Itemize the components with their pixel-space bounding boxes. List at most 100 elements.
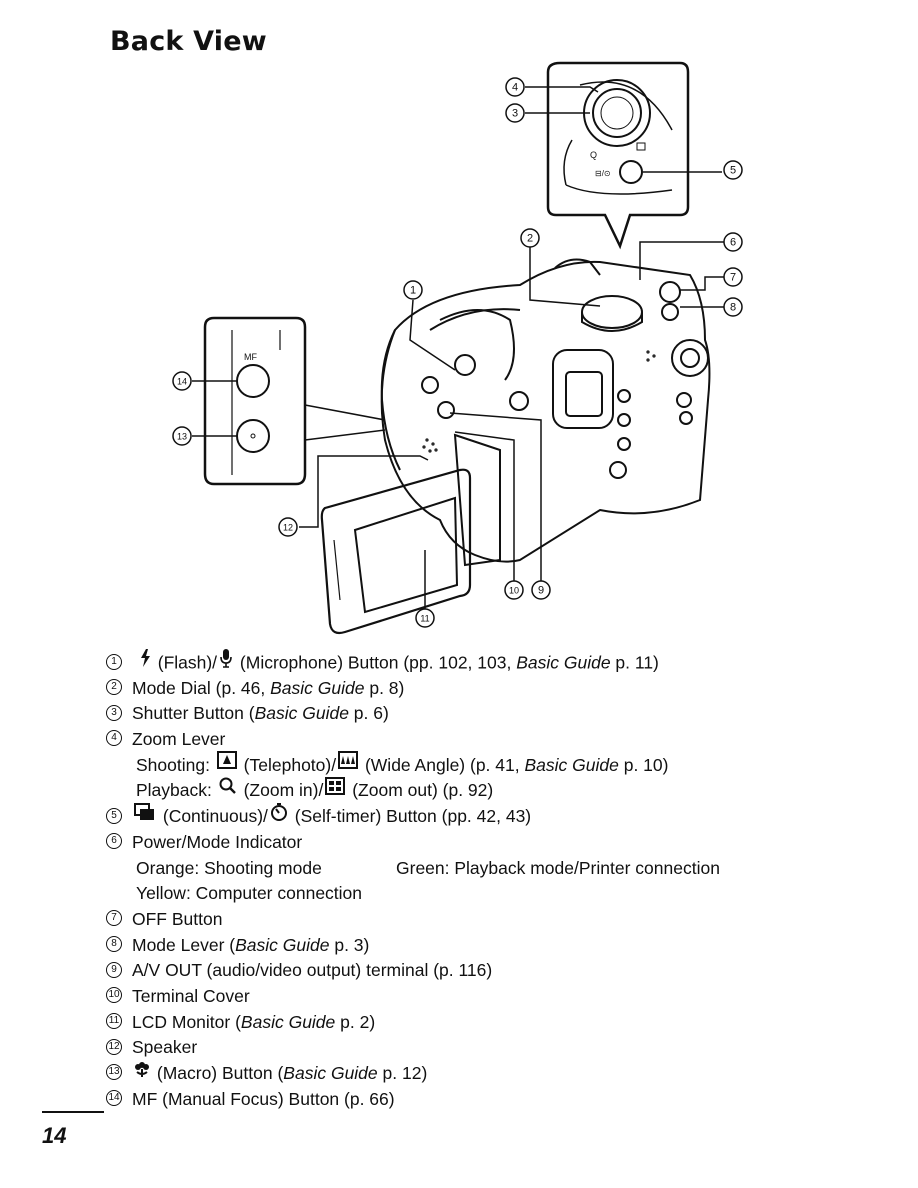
callout-number: 2 (106, 679, 122, 696)
callout-number-label: 14 (177, 377, 187, 387)
callout-number: 5 (106, 807, 122, 824)
zoom-playback-row: Playback: (Zoom in)/ (Zoom out) (p. 92) (106, 776, 826, 804)
legend-row-10: 10 Terminal Cover (106, 984, 826, 1010)
callout-number-label: 13 (177, 432, 187, 442)
callout-number: 14 (106, 1090, 122, 1107)
page-ref: p. 10) (618, 754, 669, 775)
legend-row-13: 13 (Macro) Button (Basic Guide p. 12) (106, 1061, 826, 1087)
yellow-indicator-text: Yellow: Computer connection (136, 883, 363, 904)
legend-row-8: 8 Mode Lever (Basic Guide p. 3) (106, 933, 826, 959)
mf-inset-label: MF (244, 352, 257, 362)
item-label: Speaker (132, 1037, 198, 1058)
legend-row-6: 6 Power/Mode Indicator (106, 830, 826, 856)
camera-back-view-illustration: Q ⊟/⊙ MF (172, 61, 743, 635)
zoom-out-icon (325, 776, 346, 803)
callout-number-label: 6 (730, 237, 736, 249)
callout-number: 7 (106, 910, 122, 927)
callout-circle (403, 280, 423, 300)
callout-number-label: 2 (527, 233, 533, 245)
parts-legend: 1 (Flash)/ (Microphone) Button (pp. 102,… (106, 648, 826, 1113)
zoom-in-icon (219, 777, 237, 803)
legend-row-4: 4 Zoom Lever (106, 727, 826, 753)
guide-ref: Basic Guide (516, 652, 611, 673)
flash-label: (Flash)/ (152, 652, 218, 673)
callout-number: 12 (106, 1038, 122, 1055)
callout-number-label: 3 (512, 108, 518, 120)
page-ref: p. 8) (364, 677, 405, 698)
legend-row-9: 9 A/V OUT (audio/video output) terminal (… (106, 958, 826, 984)
callout-number-label: 10 (509, 586, 519, 596)
left-inset-mf-macro: MF (203, 316, 386, 486)
zoom-in-label: (Zoom in)/ (238, 780, 324, 801)
item-label: A/V OUT (audio/video output) terminal (p… (132, 960, 493, 981)
callout-number-label: 4 (512, 82, 518, 94)
page-ref: p. 3) (329, 934, 370, 955)
item-label: Zoom Lever (132, 729, 226, 750)
callout-circle (531, 580, 551, 600)
wide-angle-label: (Wide Angle) (p. 41, (360, 754, 525, 775)
page-title: Back View (110, 26, 267, 57)
callout-number: 8 (106, 935, 122, 952)
callout-number: 10 (106, 987, 122, 1004)
callout-circle (723, 267, 743, 287)
callout-number-label: 11 (420, 614, 429, 624)
callout-circle (723, 297, 743, 317)
page-ref: p. 6) (348, 703, 389, 724)
callout-number-label: 5 (730, 165, 736, 177)
continuous-icon (134, 802, 156, 829)
guide-ref: Basic Guide (235, 934, 330, 955)
callout-circle (504, 580, 524, 600)
callout-number-label: 1 (410, 285, 416, 297)
callout-number-label: 12 (283, 523, 293, 533)
callout-circle (415, 608, 435, 628)
self-timer-label: (Self-timer) Button (pp. 42, 43) (289, 806, 532, 827)
item-label: Terminal Cover (132, 985, 250, 1006)
guide-ref: Basic Guide (283, 1063, 378, 1083)
callout-number: 4 (106, 730, 122, 747)
callout-number: 6 (106, 833, 122, 850)
legend-row-2: 2 Mode Dial (p. 46, Basic Guide p. 8) (106, 676, 826, 702)
callout-number: 9 (106, 961, 122, 978)
item-label: Mode Lever ( (132, 934, 236, 955)
legend-row-5: 5 (Continuous)/ (Self-timer) Button (pp.… (106, 802, 826, 830)
orange-indicator-text: Orange: Shooting mode (136, 857, 322, 878)
legend-row-14: 14 MF (Manual Focus) Button (p. 66) (106, 1087, 826, 1113)
item-label: Mode Dial (p. 46, (132, 677, 271, 698)
top-inset-shutter-zoom: Q ⊟/⊙ (546, 61, 690, 250)
page-ref: p. 11) (610, 652, 659, 673)
playback-label: Playback: (136, 780, 217, 801)
callout-circle (172, 426, 192, 446)
callout-circle (723, 232, 743, 252)
green-indicator-text: Green: Playback mode/Printer connection (396, 857, 720, 878)
guide-ref: Basic Guide (270, 677, 365, 698)
microphone-icon (219, 648, 233, 676)
callout-circle (723, 160, 743, 180)
legend-row-1: 1 (Flash)/ (Microphone) Button (pp. 102,… (106, 648, 826, 676)
page-ref: p. 12) (377, 1063, 428, 1083)
svg-text:⊟/⊙: ⊟/⊙ (595, 169, 611, 178)
guide-ref: Basic Guide (524, 754, 619, 775)
item-label: (Macro) Button ( (152, 1063, 284, 1083)
macro-icon (134, 1060, 150, 1086)
page-ref: p. 2) (335, 1011, 376, 1032)
item-label: Power/Mode Indicator (132, 831, 303, 852)
callout-number-label: 7 (730, 272, 736, 284)
continuous-label: (Continuous)/ (158, 806, 268, 827)
callout-number: 3 (106, 704, 122, 721)
wide-angle-icon (338, 751, 359, 777)
shooting-label: Shooting: (136, 754, 215, 775)
callout-number: 13 (106, 1064, 122, 1081)
legend-row-12: 12 Speaker (106, 1035, 826, 1061)
item-label: OFF Button (132, 908, 223, 929)
footer-rule (42, 1111, 104, 1113)
item-label: MF (Manual Focus) Button (p. 66) (132, 1088, 395, 1109)
callout-circle (520, 228, 540, 248)
callout-circle (278, 517, 298, 537)
telephoto-label: (Telephoto)/ (238, 754, 337, 775)
callout-number-label: 8 (730, 302, 736, 314)
flash-icon (139, 649, 151, 675)
telephoto-icon (216, 751, 237, 777)
callout-number-label: 9 (538, 585, 544, 597)
guide-ref: Basic Guide (240, 1011, 336, 1032)
